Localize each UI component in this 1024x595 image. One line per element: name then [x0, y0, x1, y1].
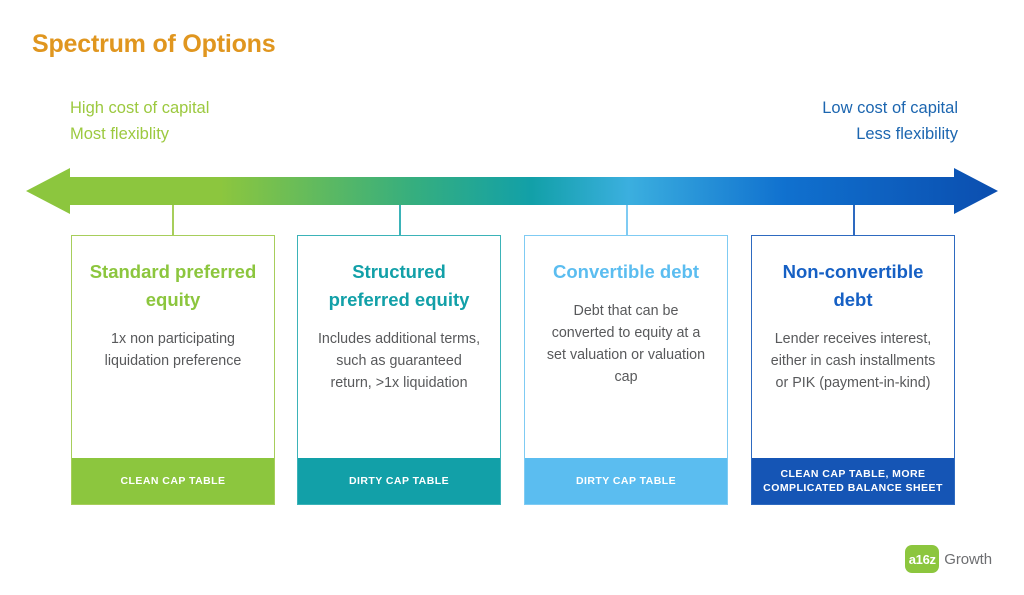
card-heading: Non-convertible debt	[782, 261, 924, 310]
a16z-logo-icon: a16z	[905, 545, 940, 573]
brand-logo: a16z Growth	[905, 545, 992, 573]
option-card-structured-preferred-equity[interactable]: Structured preferred equity Includes add…	[297, 235, 501, 505]
card-footer-badge: CLEAN CAP TABLE	[72, 458, 274, 504]
card-description: Includes additional terms, such as guara…	[317, 331, 481, 391]
card-heading: Standard preferred equity	[89, 261, 257, 310]
option-card-non-convertible-debt[interactable]: Non-convertible debt Lender receives int…	[751, 235, 955, 505]
logo-text: Growth	[944, 550, 992, 568]
card-footer-badge: DIRTY CAP TABLE	[298, 458, 500, 504]
card-footer-badge: DIRTY CAP TABLE	[525, 458, 727, 504]
card-body: Standard preferred equity 1x non partici…	[72, 236, 274, 458]
card-footer-badge: CLEAN CAP TABLE, MORE COMPLICATED BALANC…	[752, 458, 954, 504]
card-body: Structured preferred equity Includes add…	[298, 236, 500, 458]
option-card-standard-preferred-equity[interactable]: Standard preferred equity 1x non partici…	[71, 235, 275, 505]
option-card-convertible-debt[interactable]: Convertible debt Debt that can be conver…	[524, 235, 728, 505]
right-label-line-2: Less flexibility	[856, 125, 958, 143]
page-title: Spectrum of Options	[32, 30, 276, 58]
connector-stem-2	[399, 205, 401, 236]
right-label-line-1: Low cost of capital	[822, 99, 958, 117]
spectrum-arrow-icon	[26, 168, 998, 214]
card-description: Lender receives interest, either in cash…	[770, 331, 936, 391]
card-description: 1x non participating liquidation prefere…	[104, 331, 242, 369]
card-heading: Convertible debt	[553, 261, 699, 282]
card-body: Non-convertible debt Lender receives int…	[752, 236, 954, 458]
spectrum-right-labels: Low cost of capital Less flexibility	[822, 95, 958, 147]
spectrum-left-labels: High cost of capital Most flexiblity	[70, 95, 209, 147]
connector-stem-1	[172, 205, 174, 236]
card-body: Convertible debt Debt that can be conver…	[525, 236, 727, 458]
card-description: Debt that can be converted to equity at …	[546, 303, 706, 385]
card-heading: Structured preferred equity	[328, 261, 470, 310]
left-label-line-1: High cost of capital	[70, 99, 210, 117]
left-label-line-2: Most flexiblity	[70, 125, 170, 143]
connector-stem-3	[626, 205, 628, 236]
spectrum-arrow	[26, 168, 998, 214]
connector-stem-4	[853, 205, 855, 236]
